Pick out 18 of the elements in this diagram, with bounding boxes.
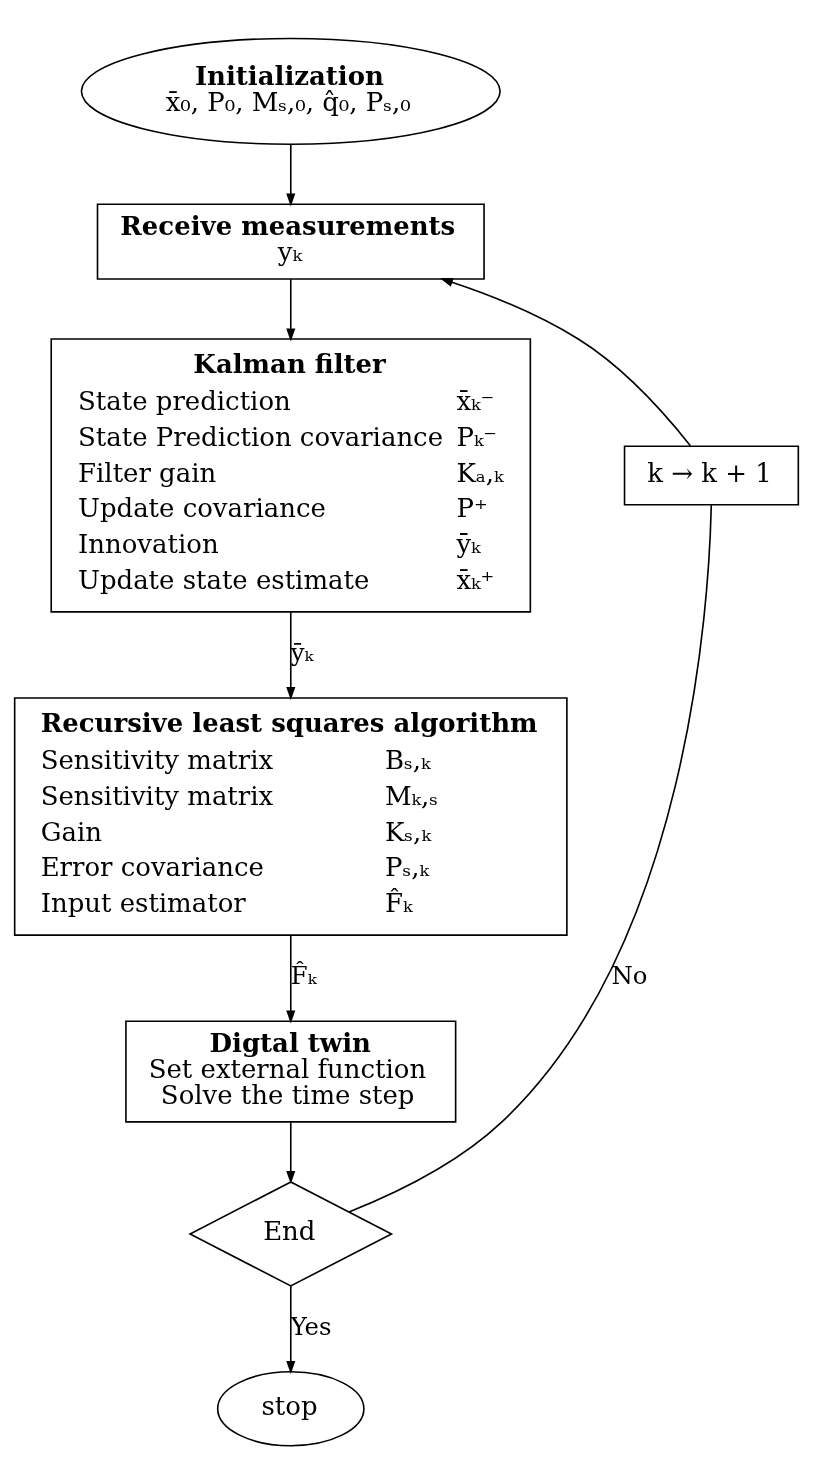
arrow: [286, 1284, 296, 1374]
arrow: [286, 610, 296, 700]
node-diamond: End: [188, 1180, 394, 1287]
arrow: [439, 277, 692, 447]
arrow: [286, 1120, 296, 1184]
node-ellipse: stop: [216, 1370, 365, 1446]
arrow: [286, 143, 296, 207]
edge-label: No: [611, 960, 648, 990]
node-ellipse: Initialization x̄₀, P₀, Mₛ,₀, q̂₀, Pₛ,₀: [80, 37, 501, 145]
node-box: Digtal twin Set external function Solve the time step: [125, 1019, 457, 1123]
node-box: Recursive least squares algorithm Sensitivity matrix Bₛ,ₖ Sensitivity matrix Mₖ,ₛ Gain Kₛ,ₖ Error covariance Pₛ,ₖ Input estimator F̂ₖ: [13, 696, 568, 936]
arrow: [286, 277, 296, 341]
edge-label: F̂ₖ: [290, 960, 317, 990]
node-box: Kalman filter State prediction x̄ₖ⁻ State Prediction covariance Pₖ⁻ Filter gain Kₐ,ₖ Update covariance P⁺ Innovation ȳₖ Update state estimate x̄ₖ⁺: [50, 337, 532, 613]
connector: [348, 503, 713, 1213]
node-box: Receive measurements yₖ: [96, 202, 485, 280]
arrow: [286, 933, 296, 1024]
node-box: k → k + 1: [623, 444, 800, 506]
